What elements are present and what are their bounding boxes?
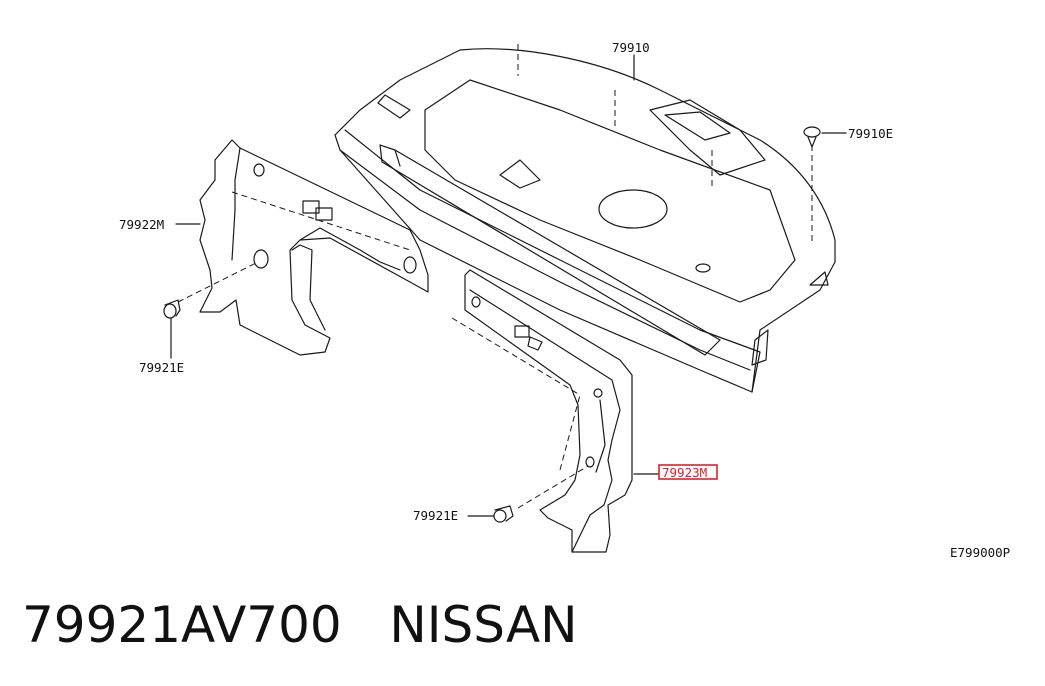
callout-79922m: 79922M [119, 217, 164, 232]
callout-79923m: 79923M [662, 465, 707, 480]
right-screw-dash [517, 465, 589, 509]
callout-79910e: 79910E [848, 126, 893, 141]
part-number: 79921AV700 [22, 596, 342, 654]
callout-79921e-right: 79921E [413, 508, 458, 523]
clip-icon [803, 126, 821, 148]
screw-icon [163, 299, 181, 319]
highlight-box [658, 464, 718, 480]
parcel-shelf [334, 48, 836, 393]
left-screw-dash [177, 261, 259, 303]
screw-icon [493, 505, 514, 523]
callout-79921e-left: 79921E [139, 360, 184, 375]
callout-79910: 79910 [612, 40, 650, 55]
left-trim-dash-1 [231, 191, 411, 251]
right-side-trim [464, 269, 633, 553]
footer-caption: 79921AV700 NISSAN [22, 596, 578, 654]
right-trim-dash-2 [559, 394, 581, 471]
figure-code: E799000P [950, 545, 1010, 560]
right-trim-dash-1 [451, 317, 581, 396]
left-side-trim [199, 139, 429, 356]
brand-name: NISSAN [389, 596, 578, 654]
